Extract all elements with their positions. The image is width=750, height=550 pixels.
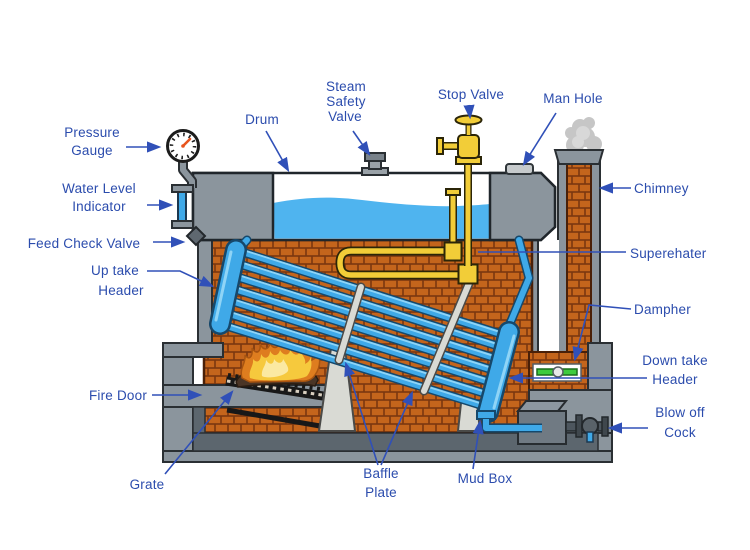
fire-door	[162, 239, 329, 463]
leader-grate	[164, 390, 234, 475]
man-hole	[505, 163, 534, 175]
steam-safety-valve	[361, 152, 389, 176]
leader-stop-valve	[463, 104, 475, 120]
svg-text:Header: Header	[98, 283, 144, 298]
leader-baffle-plate-1	[344, 361, 379, 466]
label-dampher: Dampher	[634, 302, 691, 317]
drum-left-cap	[191, 171, 275, 242]
leader-steam-safety-valve	[352, 130, 371, 156]
superheater	[335, 188, 479, 285]
svg-text:Valve: Valve	[328, 109, 362, 124]
label-blow-off-cock: Blow off	[655, 405, 704, 420]
svg-text:Gauge: Gauge	[71, 143, 113, 158]
leader-up-take-header	[147, 270, 215, 288]
svg-text:Safety: Safety	[326, 94, 366, 109]
pressure-gauge	[166, 129, 200, 188]
flue-channel	[528, 239, 559, 361]
label-feed-check-valve: Feed Check Valve	[28, 236, 141, 251]
svg-text:Cock: Cock	[664, 425, 696, 440]
label-water-level-indicator: Water Level	[62, 181, 136, 196]
svg-text:Plate: Plate	[365, 485, 397, 500]
label-up-take-header: Up take	[91, 263, 139, 278]
label-baffle-plate: Baffle	[363, 466, 398, 481]
baffle-plate-2	[419, 276, 475, 396]
mud-box	[515, 400, 569, 445]
downtake-header	[477, 321, 520, 423]
label-steam-safety-valve: Steam	[326, 79, 366, 94]
uptake-header	[209, 239, 247, 335]
svg-text:Header: Header	[652, 372, 698, 387]
svg-text:Indicator: Indicator	[72, 199, 126, 214]
water-tubes	[215, 245, 512, 413]
damper	[532, 363, 582, 382]
chimney-cap	[553, 149, 605, 165]
mud-box-fitting	[476, 410, 542, 433]
label-mud-box: Mud Box	[458, 471, 513, 486]
leader-mud-box	[472, 419, 484, 470]
water-level-indicator	[171, 184, 194, 229]
drum-right-cap	[488, 171, 557, 242]
damper-knob	[552, 366, 564, 378]
blow-off-cock	[565, 414, 609, 443]
feed-check-valve	[185, 225, 207, 247]
label-down-take-header: Down take	[642, 353, 708, 368]
leader-dampher	[572, 304, 632, 362]
stop-valve	[436, 114, 483, 266]
stop-valve-handwheel	[454, 114, 483, 126]
superheater-outlet-box	[457, 263, 479, 285]
label-stop-valve: Stop Valve	[438, 87, 504, 102]
superheater-inlet-box	[443, 241, 463, 262]
label-chimney: Chimney	[634, 181, 689, 196]
label-fire-door: Fire Door	[89, 388, 147, 403]
baffle-plate-1	[334, 282, 366, 365]
leader-drum	[265, 130, 290, 173]
label-grate: Grate	[130, 477, 165, 492]
label-superheater: Superehater	[630, 246, 707, 261]
ash-slope	[226, 407, 321, 429]
leader-baffle-plate-2	[380, 390, 413, 466]
drum-water	[273, 197, 490, 239]
label-pressure-gauge: Pressure	[64, 125, 120, 140]
blow-off-handle	[586, 431, 594, 443]
label-man-hole: Man Hole	[543, 91, 602, 106]
leader-man-hole	[522, 112, 557, 167]
annotations: Pressure Gauge Water Level Indicator Fee…	[28, 79, 708, 500]
smoke	[565, 117, 602, 154]
chimney	[553, 149, 605, 391]
label-drum: Drum	[245, 112, 279, 127]
